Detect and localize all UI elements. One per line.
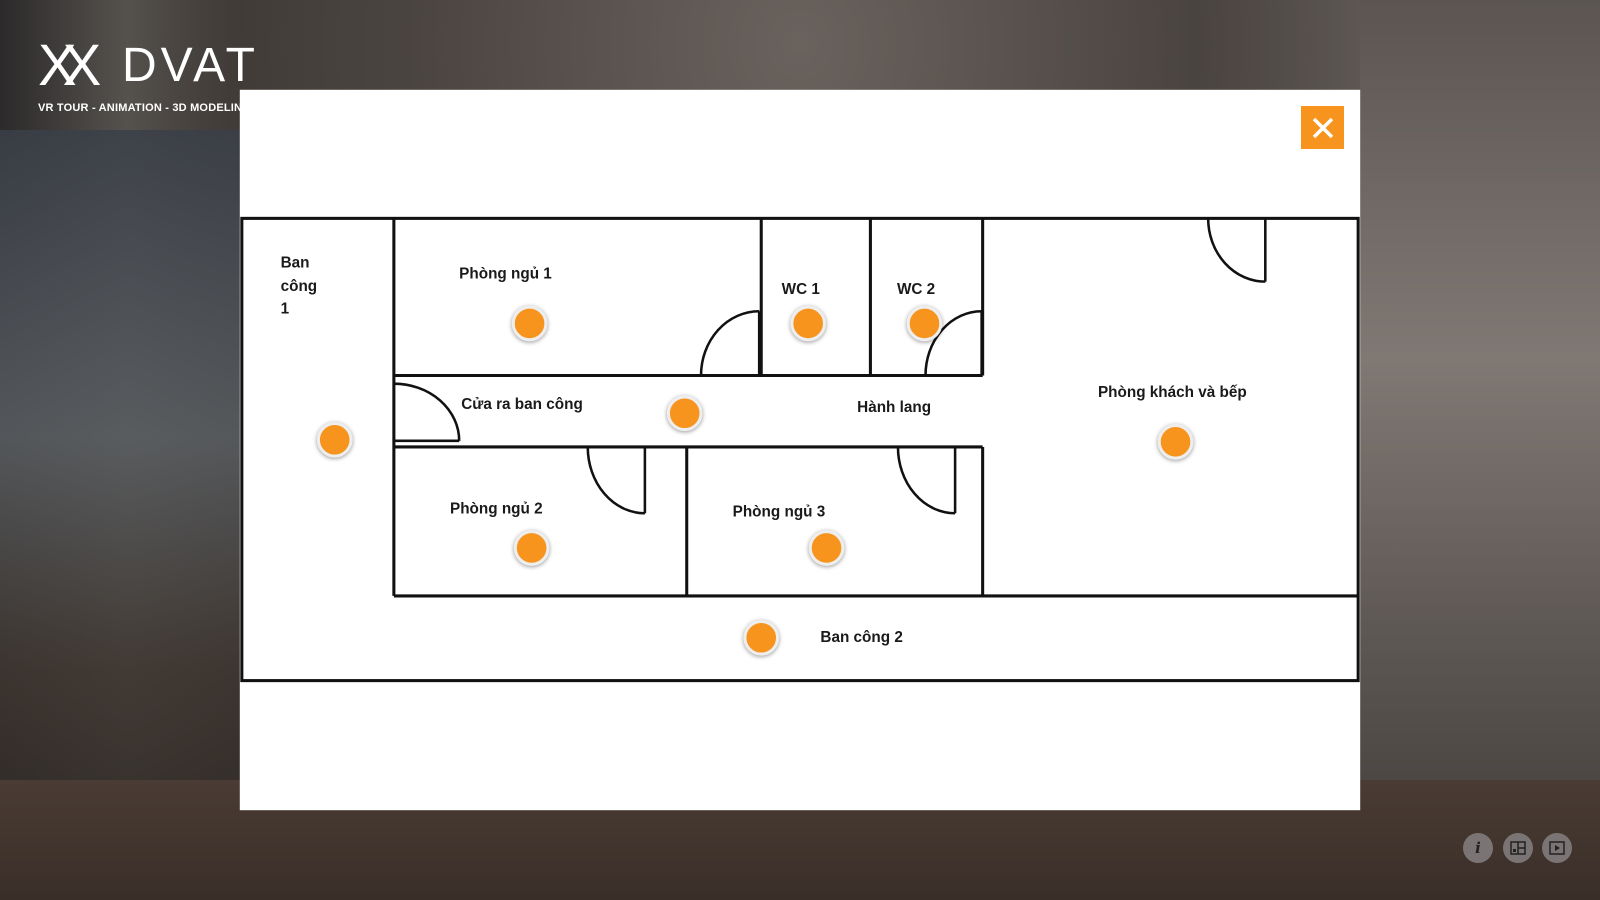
hotspot-phong-ngu-2[interactable] bbox=[513, 530, 550, 566]
label-phong-ngu-1: Phòng ngủ 1 bbox=[459, 266, 552, 283]
modal-panel bbox=[239, 89, 1361, 811]
label-phong-ngu-3: Phòng ngủ 3 bbox=[733, 503, 826, 520]
hotspot-phong-ngu-1[interactable] bbox=[511, 305, 548, 342]
hotspot-cua-ra-ban-cong[interactable] bbox=[666, 395, 703, 432]
info-icon: i bbox=[1475, 839, 1481, 857]
hotspot-ban-cong-2[interactable] bbox=[743, 619, 780, 656]
logo-name: DVAT bbox=[122, 39, 259, 92]
hotspot-wc-1[interactable] bbox=[790, 305, 827, 342]
label-cua-ra-ban-cong: Cửa ra ban công bbox=[461, 396, 583, 413]
room-labels: Ban công 1 Phòng ngủ 1 WC 1 WC 2 Cửa ra … bbox=[281, 254, 1247, 645]
floorplan-button[interactable] bbox=[1503, 833, 1533, 863]
close-button[interactable] bbox=[1301, 106, 1344, 149]
play-icon bbox=[1549, 841, 1565, 855]
background-left-wall bbox=[0, 130, 240, 900]
info-button[interactable]: i bbox=[1463, 833, 1493, 863]
background-right-wall bbox=[1360, 0, 1600, 900]
label-ban-cong-1-line3: 1 bbox=[281, 300, 290, 317]
label-phong-khach: Phòng khách và bếp bbox=[1098, 384, 1247, 401]
hotspots bbox=[316, 305, 1194, 656]
label-hanh-lang: Hành lang bbox=[857, 399, 931, 416]
autoplay-button[interactable] bbox=[1542, 833, 1572, 863]
label-ban-cong-1-line2: công bbox=[281, 278, 318, 295]
label-phong-ngu-2: Phòng ngủ 2 bbox=[450, 500, 543, 517]
label-wc-1: WC 1 bbox=[782, 281, 821, 298]
floorplan-walls bbox=[240, 216, 1360, 683]
hotspot-phong-khach[interactable] bbox=[1157, 423, 1194, 460]
label-ban-cong-2: Ban công 2 bbox=[820, 629, 902, 646]
brand-logo: XX DVAT VR TOUR - ANIMATION - 3D MODELIN bbox=[38, 33, 259, 115]
label-wc-2: WC 2 bbox=[897, 281, 935, 298]
floorplan-icon bbox=[1510, 841, 1526, 855]
logo-mark-icon: XX bbox=[38, 33, 101, 98]
hotspot-phong-ngu-3[interactable] bbox=[808, 530, 845, 566]
label-ban-cong-1-line1: Ban bbox=[281, 254, 310, 271]
floorplan-doors bbox=[393, 218, 1267, 515]
hotspot-ban-cong-1[interactable] bbox=[316, 421, 353, 458]
hotspot-wc-2[interactable] bbox=[906, 305, 943, 342]
close-icon bbox=[1312, 117, 1333, 138]
logo-tagline: VR TOUR - ANIMATION - 3D MODELIN bbox=[38, 102, 243, 114]
